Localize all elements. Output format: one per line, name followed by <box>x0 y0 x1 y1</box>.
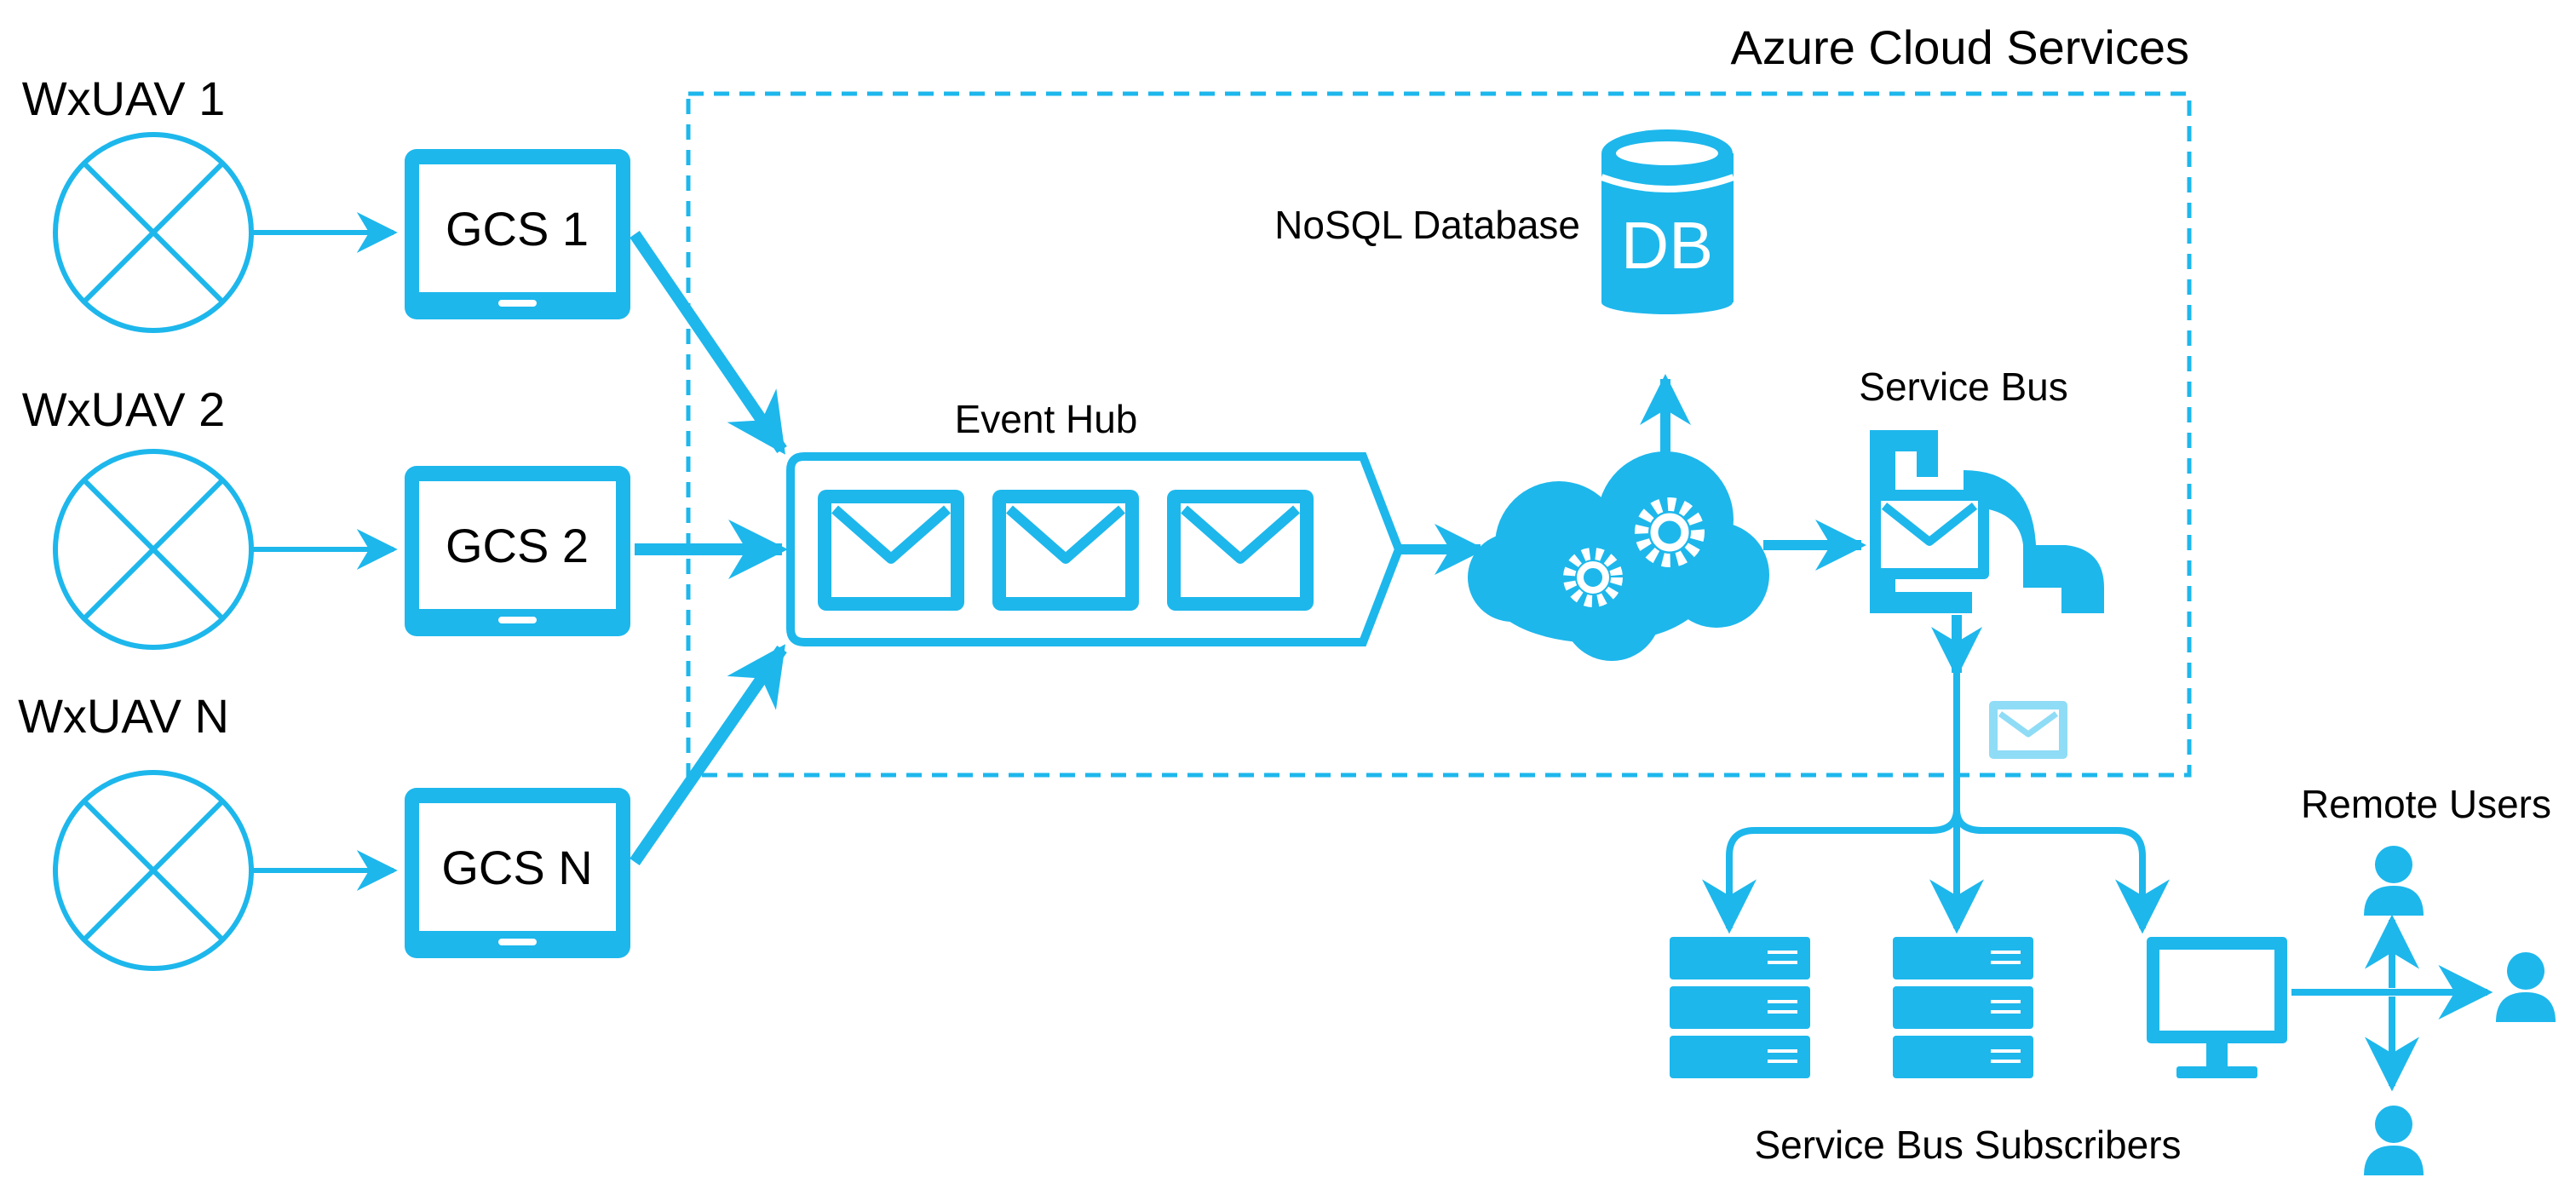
uav-node-n: WxUAV N <box>18 689 254 971</box>
remote-user-top <box>2364 846 2424 916</box>
uav-label-2: WxUAV 2 <box>22 382 226 436</box>
database-label: NoSQL Database <box>1274 203 1580 247</box>
gcs-node-2: GCS 2 <box>405 466 630 636</box>
gcs-label-n: GCS N <box>441 841 592 894</box>
envelope-icon <box>1167 490 1314 611</box>
azure-cloud-title: Azure Cloud Services <box>1731 20 2189 74</box>
subscriber-server-1 <box>1670 937 1810 1078</box>
gcs-node-1: GCS 1 <box>405 149 630 319</box>
database-icon-text: DB <box>1621 208 1713 283</box>
processing-cloud <box>1468 451 1769 661</box>
cloud-gears-icon <box>1468 451 1769 661</box>
azure-cloud-region <box>686 91 2192 778</box>
uav-cross-circle-icon <box>53 449 254 650</box>
gcs-label-2: GCS 2 <box>446 519 589 572</box>
uav-node-2: WxUAV 2 <box>22 382 254 650</box>
gcs-label-1: GCS 1 <box>446 202 589 256</box>
envelope-icon <box>992 490 1139 611</box>
tablet-icon <box>405 149 630 319</box>
service-bus-label: Service Bus <box>1859 365 2067 409</box>
envelope-icon <box>1870 490 1989 579</box>
uav-node-1: WxUAV 1 <box>22 72 254 333</box>
uav-cross-circle-icon <box>53 132 254 333</box>
user-icon <box>2496 952 2556 1022</box>
user-icon <box>2364 1106 2424 1175</box>
gcs-node-n: GCS N <box>405 788 630 958</box>
remote-users-label: Remote Users <box>2301 782 2551 826</box>
message-queue-icon <box>786 452 1404 646</box>
gear-icon <box>1635 497 1705 567</box>
server-rack-icon <box>1893 937 2033 1078</box>
branch-to-subscriber-1 <box>1702 808 1960 934</box>
tablet-icon <box>405 466 630 636</box>
gcs1-to-eventhub-arrow <box>630 231 787 455</box>
tablet-icon <box>405 788 630 958</box>
remote-user-bottom <box>2364 1106 2424 1175</box>
subscribers-label: Service Bus Subscribers <box>1754 1123 2181 1167</box>
server-rack-icon <box>1670 937 1810 1078</box>
subscriber-monitor <box>2147 937 2287 1078</box>
user-icon <box>2364 846 2424 916</box>
database-cylinder-icon: DB <box>1600 129 1735 314</box>
nosql-database: NoSQL Database DB <box>1274 129 1735 314</box>
branch-to-subscriber-3 <box>1953 808 2170 934</box>
event-hub-label: Event Hub <box>955 397 1138 441</box>
envelope-icon <box>818 490 964 611</box>
uav-label-1: WxUAV 1 <box>22 72 226 125</box>
envelope-icon <box>1989 701 2067 759</box>
uav-cross-circle-icon <box>53 770 254 971</box>
gcsn-to-eventhub-arrow <box>630 644 787 865</box>
remote-user-right <box>2496 952 2556 1022</box>
subscriber-server-2 <box>1893 937 2033 1078</box>
event-hub: Event Hub <box>786 397 1404 646</box>
service-bus-icon <box>1870 430 2104 613</box>
service-bus: Service Bus <box>1859 365 2104 613</box>
uav-label-n: WxUAV N <box>18 689 229 743</box>
monitor-icon <box>2147 937 2287 1078</box>
gear-icon <box>1563 548 1623 607</box>
